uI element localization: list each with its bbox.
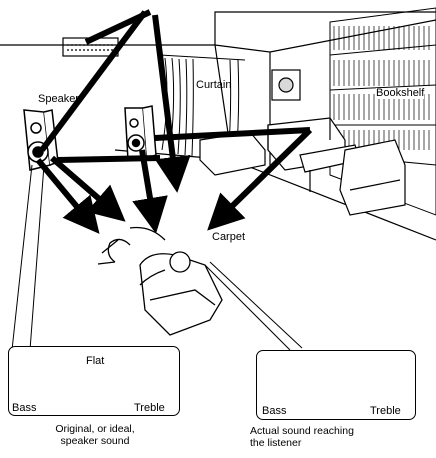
left-caption-line1: Original, or ideal, [20, 423, 170, 435]
curtain-label: Curtain [196, 80, 231, 91]
carpet-label: Carpet [212, 232, 245, 243]
speaker-label: Speaker [38, 94, 79, 105]
left-graph-caption: Original, or ideal, speaker sound [20, 423, 170, 447]
left-caption-line2: speaker sound [20, 435, 170, 447]
listener-armchair [98, 228, 222, 336]
right-treble-label: Treble [370, 406, 401, 417]
sound-arrows [38, 12, 310, 220]
flat-label: Flat [86, 356, 104, 367]
right-caption-line2: the listener [250, 437, 410, 449]
left-treble-label: Treble [134, 403, 165, 414]
right-caption-line1: Actual sound reaching [250, 425, 410, 437]
left-bass-label: Bass [12, 403, 36, 414]
right-bass-label: Bass [262, 406, 286, 417]
right-graph-caption: Actual sound reaching the listener [250, 425, 410, 449]
wall-picture [272, 70, 300, 100]
bookshelf-label: Bookshelf [376, 88, 424, 99]
